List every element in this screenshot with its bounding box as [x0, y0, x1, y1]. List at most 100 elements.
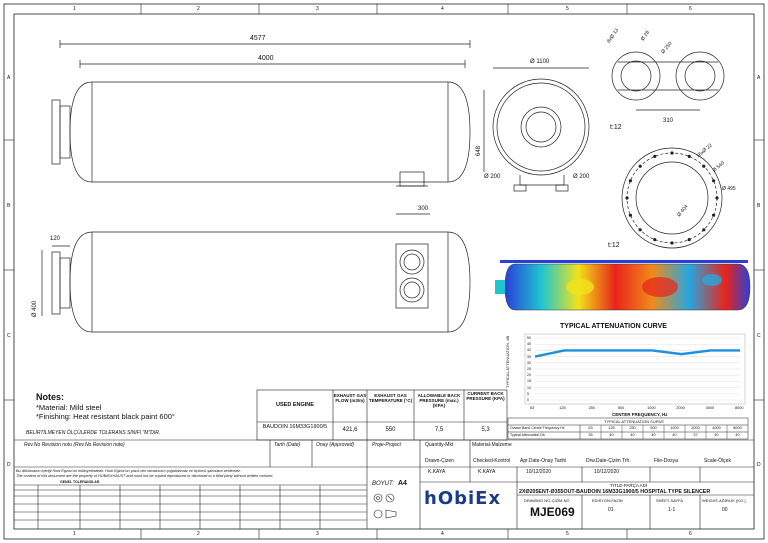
attenuation-db-cell: 40 [714, 433, 719, 437]
drawn-label: Drawn-Çizen [425, 458, 454, 464]
drawing-date-value: 10/12/2020 [594, 469, 620, 475]
tolerance-title: GENEL TOLERANSLAR [60, 480, 100, 484]
chart-y-label: TYPICAL ATTENUATION, dB [505, 335, 510, 388]
file-label: File-Dosya [654, 458, 678, 464]
boyut-label: BOYUT: [372, 481, 394, 487]
checked-label: Checked-Kontrol [473, 458, 511, 464]
dim-flange2-thickness: t:12 [608, 242, 620, 249]
weight-value: 00 [722, 507, 728, 513]
flange-round [621, 147, 723, 249]
attenuation-db-cell: 40 [735, 433, 740, 437]
chart-y-tick: 20 [527, 373, 531, 378]
inner-frame [13, 13, 755, 530]
silencer-side-view [51, 40, 471, 187]
attenuation-db-cell: 35 [588, 433, 593, 437]
chart-y-tick: 10 [527, 385, 531, 390]
chart-y-tick: 50 [527, 336, 531, 340]
row-label: C [757, 333, 761, 339]
attenuation-db-cell: 40 [630, 433, 635, 437]
edition-label: EDİSYON-FAZIN [592, 498, 623, 503]
notes-finishing: *Finishing: Heat resistant black paint 6… [36, 412, 175, 421]
title-value: 2XØ205ENT-Ø355OUT-BAUDOIN 16M33G1900/5 H… [519, 489, 711, 495]
attenuation-db-cell: 40 [609, 433, 614, 437]
dim-flange1-pitch: 310 [663, 118, 674, 124]
chart-y-tick: 35 [527, 354, 531, 359]
dim-flange-offset: 120 [50, 236, 61, 242]
chart-x-tick: 8000 [735, 406, 744, 410]
column-label: 6 [689, 6, 692, 12]
attenuation-row1-label: Octave Band Centre Frequency Hz [510, 426, 565, 430]
engine-header-temp: EXHAUST GAS TEMPERATURE (°C) [368, 393, 413, 403]
cfd-simulation-image [495, 260, 751, 311]
material-label: Material-Malzeme [472, 442, 512, 448]
chart-series-line [534, 349, 740, 358]
dim-dia-200-left: Ø 200 [484, 174, 501, 180]
engine-cell-allowable: 7,5 [434, 427, 444, 433]
company-logo: hObiEx [424, 488, 502, 509]
title-label: TITLE-PARÇA ADI [610, 483, 648, 488]
notes-material: *Material: Mild steel [36, 403, 102, 412]
chart-y-tick: 15 [527, 379, 531, 384]
dim-height: 648 [476, 145, 483, 157]
chart-y-tick: 30 [527, 360, 531, 365]
row-label: C [7, 333, 11, 339]
chart-x-tick: 63 [530, 406, 535, 410]
chart-title: TYPICAL ATTENUATION CURVE [560, 323, 667, 330]
row-label: B [7, 203, 11, 209]
chart-y-tick: 45 [527, 342, 531, 347]
column-label: 2 [197, 6, 200, 12]
drawing-no-label: DRAWING NO-ÇİZİM NO [524, 498, 570, 503]
dim-flange1-thickness: t:12 [610, 124, 622, 131]
chart-x-tick: 500 [617, 406, 625, 410]
approval-date-label: Apr.Date-Onay Tarihi [520, 458, 567, 464]
chart-x-tick: 1000 [647, 406, 656, 410]
silencer-plan-view [41, 213, 471, 333]
chart-y-tick: 25 [527, 367, 531, 371]
engine-cell-current: 5,3 [481, 427, 490, 433]
engine-header-flow: EXHAUST GAS FLOW (m3/m) [333, 393, 367, 403]
dim-overall-length: 4577 [250, 35, 266, 42]
dim-shell-length: 4000 [258, 55, 274, 62]
sheet-value: 1-1 [668, 507, 676, 513]
dim-dia-200-right: Ø 200 [573, 174, 590, 180]
revision-approved-label: Onay (Approved) [316, 442, 355, 448]
chart-x-tick: 2000 [676, 406, 685, 410]
chart-x-tick: 125 [559, 406, 566, 410]
attenuation-freq-cell: 500 [650, 426, 657, 430]
dim-flange2-d2: Ø 495 [722, 186, 736, 192]
legal-note-en: The content of this document are the pro… [16, 474, 274, 478]
engine-cell-engine: BAUDOIN 16M33G1900/5 [262, 424, 328, 430]
row-label: D [757, 462, 761, 468]
attenuation-db-cell: 40 [651, 433, 656, 437]
outer-frame [3, 3, 765, 540]
checked-value: K.KAYA [478, 469, 496, 475]
column-label: 5 [566, 6, 569, 12]
attenuation-freq-cell: 4000 [712, 426, 721, 430]
column-label: 4 [441, 531, 444, 537]
column-label: 2 [197, 531, 200, 537]
attenuation-freq-cell: 125 [608, 426, 615, 430]
chart-y-tick: 5 [527, 391, 529, 396]
revision-date-label: Tarih (Date) [274, 442, 301, 448]
legal-note-tr: Bu dökümanın içeriği Hobi Egzoz'un mülki… [16, 469, 242, 473]
attenuation-freq-cell: 8000 [733, 426, 742, 430]
attenuation-freq-cell: 250 [629, 426, 636, 430]
weight-label: WEIGHT-AĞIRLIK (KG.) [702, 498, 746, 503]
engine-header-engine: USED ENGINE [276, 402, 314, 408]
chart-y-tick: 0 [527, 398, 529, 402]
row-label: B [757, 203, 761, 209]
edition-value: 01 [608, 507, 614, 513]
column-label: 1 [73, 531, 76, 537]
drawing-date-label: Drw.Date-Çizim Trh. [586, 458, 631, 464]
revision-label: Rev.No Revision notu (Rev.No Revision no… [24, 442, 125, 448]
notes-title: Notes: [36, 392, 65, 402]
attenuation-db-cell: 37 [693, 433, 698, 437]
column-label: 3 [316, 6, 319, 12]
attenuation-chart [524, 333, 746, 405]
silencer-end-view [483, 67, 590, 192]
dim-inlet-offset: 300 [418, 206, 429, 212]
dim-outlet-diameter: Ø 1100 [530, 59, 550, 65]
chart-x-tick: 250 [588, 406, 595, 410]
title-block-grid [14, 439, 754, 529]
